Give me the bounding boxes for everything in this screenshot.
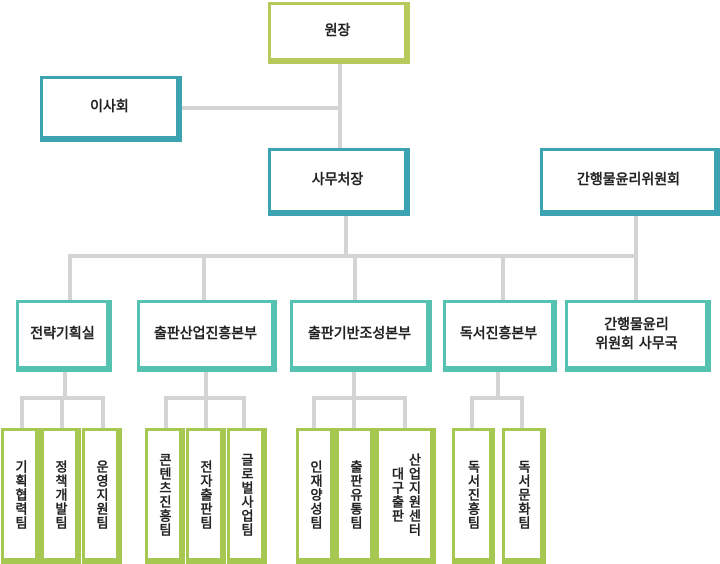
- division-publishing-industry-box: 출판산업진흥본부: [137, 300, 277, 372]
- team-label: 독서문화팀: [515, 459, 530, 530]
- team-label: 정책개발팀: [52, 459, 67, 530]
- team-box: 산업지원센터 대구출판: [376, 428, 436, 564]
- team-label: 출판유통팀: [347, 459, 362, 530]
- division-label: 전략기획실: [30, 326, 95, 342]
- team-box: 전자출판팀: [186, 428, 226, 564]
- team-box: 콘텐츠진흥팀: [145, 428, 185, 564]
- director-label: 원장: [324, 23, 351, 39]
- team-box: 출판유통팀: [336, 428, 376, 564]
- board-label: 이사회: [90, 99, 129, 115]
- team-label: 산업지원센터 대구출판: [388, 452, 421, 537]
- team-box: 독서진흥팀: [452, 428, 495, 564]
- team-label: 글로벌사업팀: [238, 452, 253, 537]
- secretary-general-box: 사무처장: [268, 148, 410, 216]
- team-box: 글로벌사업팀: [227, 428, 267, 564]
- division-reading-box: 독서진흥본부: [443, 300, 557, 372]
- ethics-committee-box: 간행물윤리위원회: [540, 148, 720, 216]
- team-label: 콘텐츠진흥팀: [156, 452, 171, 537]
- ethics-committee-label: 간행물윤리위원회: [576, 172, 681, 188]
- director-box: 원장: [268, 2, 410, 64]
- division-strategy-box: 전략기획실: [16, 300, 112, 372]
- team-box: 운영지원팀: [82, 428, 122, 564]
- team-label: 전자출판팀: [197, 459, 212, 530]
- team-box: 독서문화팀: [502, 428, 546, 564]
- team-label: 독서진흥팀: [464, 459, 480, 530]
- division-label: 독서진흥본부: [459, 326, 538, 342]
- team-box: 기획협력팀: [1, 428, 41, 564]
- board-box: 이사회: [40, 76, 182, 142]
- team-box: 인재양성팀: [296, 428, 336, 564]
- team-label: 기획협력팀: [12, 459, 27, 530]
- division-ethics-secretariat-box: 간행물윤리 위원회 사무국: [565, 300, 711, 372]
- division-label: 간행물윤리 위원회 사무국: [595, 316, 678, 352]
- team-label: 인재양성팀: [307, 459, 322, 530]
- division-label: 출판산업진흥본부: [153, 326, 258, 342]
- division-label: 출판기반조성본부: [307, 326, 412, 342]
- team-label: 운영지원팀: [93, 459, 108, 530]
- secretary-general-label: 사무처장: [311, 172, 364, 188]
- team-box: 정책개발팀: [41, 428, 81, 564]
- division-publishing-infra-box: 출판기반조성본부: [290, 300, 432, 372]
